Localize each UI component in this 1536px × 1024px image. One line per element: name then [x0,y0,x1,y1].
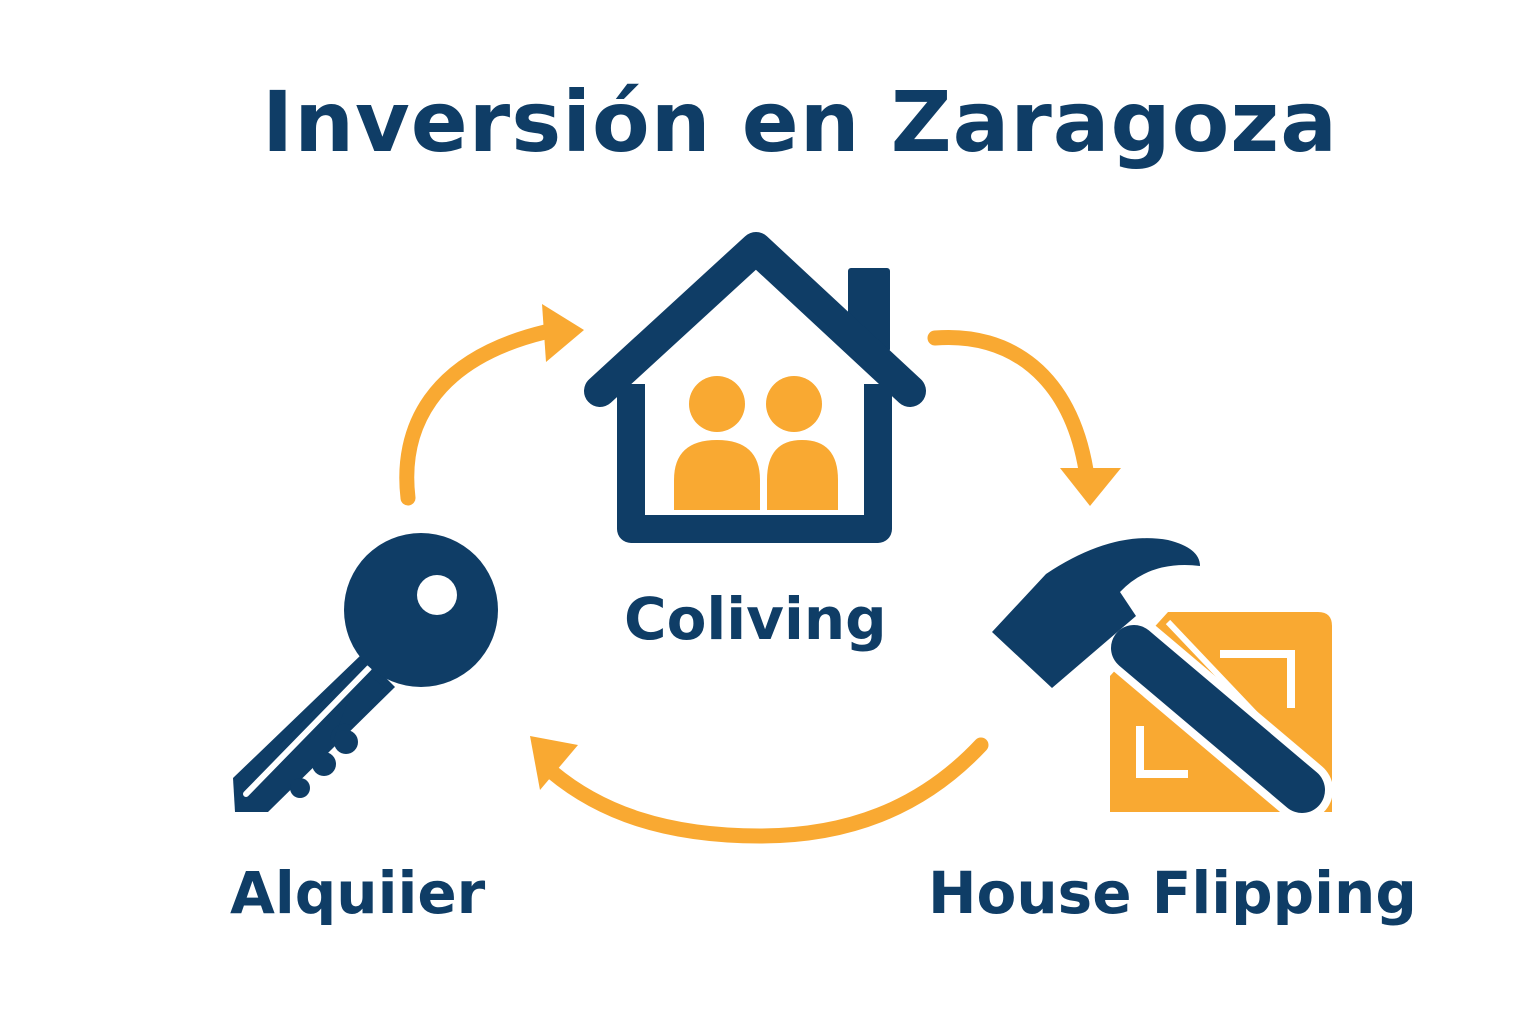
node-label-coliving: Coliving [624,585,887,653]
node-label-alquiler: Alquiier [230,859,486,927]
node-label-house-flipping: House Flipping [928,859,1417,927]
arrow-coliving-to-flipping [927,329,1121,506]
arrow-alquiler-to-coliving [399,304,584,506]
arrow-flipping-to-alquiler [530,736,989,844]
hammer-icon [992,538,1333,821]
hammer-and-blueprint-icon [992,538,1333,821]
key-icon [233,533,498,812]
people-icon [674,376,838,510]
house-with-people-icon [584,232,926,543]
diagram-title: Inversión en Zaragoza [262,73,1338,171]
